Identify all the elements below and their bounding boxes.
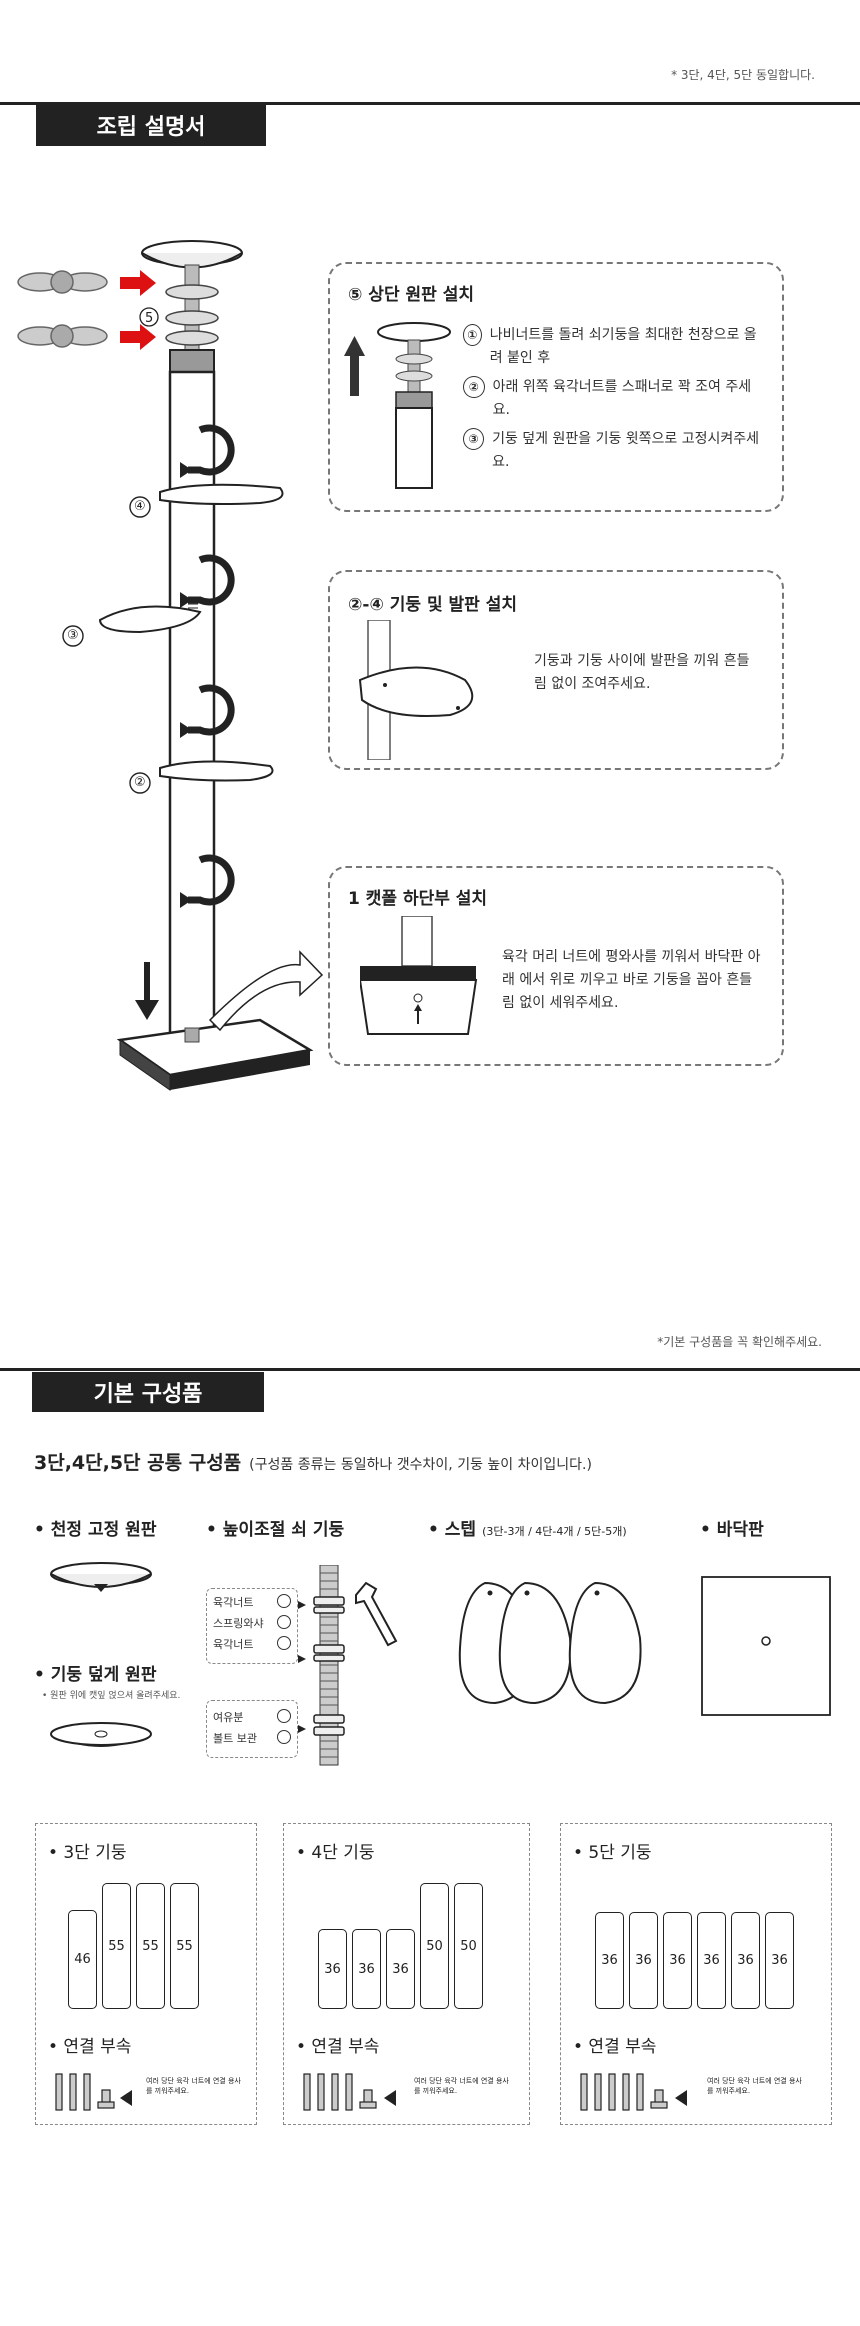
steps-label-row: • 스텝 (3단-3개 / 4단-4개 / 5단-5개) [428, 1520, 627, 1540]
cover-plate-icon [50, 1722, 152, 1747]
pillar-set-4: • 4단 기둥 36 36 36 50 50 • 연결 부속 여러 당단 육각 … [283, 1823, 530, 2125]
step-box-pole-platform: ②-④ 기둥 및 발판 설치 기둥과 기둥 사이에 발판을 끼워 흔들림 없이 … [328, 570, 784, 770]
step-title: ⑤ 상단 원판 설치 [348, 285, 474, 305]
common-sub: (구성품 종류는 동일하나 갯수차이, 기둥 높이 차이입니다.) [249, 1457, 592, 1473]
base-detail-icon [360, 916, 478, 1035]
connector-label: • 연결 부속 [296, 2037, 380, 2057]
assembly-illustration: 5 [17, 240, 324, 1091]
connector-label: • 연결 부속 [48, 2037, 132, 2057]
step-text: 기둥과 기둥 사이에 발판을 끼워 흔들림 없이 조여주세요. [534, 653, 750, 692]
assembly-title: 조립 설명서 [36, 104, 266, 146]
pillar: 55 [102, 1883, 131, 2009]
step-title: ②-④ 기둥 및 발판 설치 [348, 595, 517, 615]
pillar-set-title: • 3단 기둥 [48, 1843, 127, 1863]
pillar-set-5: • 5단 기둥 36 36 36 36 36 36 • 연결 부속 여러 당단 … [560, 1823, 832, 2125]
bolt-icon [303, 2073, 396, 2111]
spanner-icon [355, 1581, 398, 1647]
adjust-pole-label: • 높이조절 쇠 기둥 [206, 1520, 345, 1540]
connector-label: • 연결 부속 [573, 2037, 657, 2057]
pillar: 50 [454, 1883, 483, 2009]
top-note: * 3단, 4단, 5단 동일합니다. [671, 68, 815, 82]
pillar: 36 [765, 1912, 794, 2009]
base-plate-icon [701, 1576, 831, 1716]
pillar: 55 [136, 1883, 165, 2009]
divider [0, 1368, 860, 1371]
pole-label-4: ④ [134, 499, 146, 514]
components-title: 기본 구성품 [32, 1372, 264, 1412]
step-title: 1 캣폴 하단부 설치 [348, 889, 488, 909]
step-text: 육각 머리 너트에 평와사를 끼워서 바닥판 아래 에서 위로 끼우고 바로 기… [502, 949, 761, 1011]
platform-detail-icon [358, 620, 474, 760]
step-box-base: 1 캣폴 하단부 설치 육각 머리 너트에 평와사를 끼워서 바닥판 아래 에서… [328, 866, 784, 1066]
pillar-set-title: • 5단 기둥 [573, 1843, 652, 1863]
pillar: 46 [68, 1910, 97, 2009]
pillar: 36 [595, 1912, 624, 2009]
common-heading: 3단,4단,5단 공통 구성품 [34, 1452, 242, 1474]
pillar: 36 [697, 1912, 726, 2009]
threaded-rod-icon [298, 1565, 398, 1766]
top-plate-detail-icon [344, 322, 451, 489]
base-plate-label: • 바닥판 [700, 1520, 764, 1540]
cover-plate-label: • 기둥 덮게 원판 [34, 1665, 157, 1685]
components-note: *기본 구성품을 꼭 확인해주세요. [657, 1335, 822, 1349]
nut-box: 육각너트 스프링와샤 육각너트 [206, 1588, 298, 1664]
cover-plate-note: • 원판 위에 캣잎 얹으셔 올려주세요. [42, 1691, 181, 1701]
svg-text:5: 5 [145, 311, 153, 326]
pillar: 50 [420, 1883, 449, 2009]
connector-note: 여러 당단 육각 너트에 연결 용사를 끼워주세요. [414, 2077, 509, 2095]
pillar-set-title: • 4단 기둥 [296, 1843, 375, 1863]
pillar-set-3: • 3단 기둥 46 55 55 55 • 연결 부속 여러 당단 육각 너트에… [35, 1823, 257, 2125]
pillar: 36 [731, 1912, 760, 2009]
connector-note: 여러 당단 육각 너트에 연결 용사를 끼워주세요. [707, 2077, 802, 2095]
rotate-arrow-icon [188, 424, 235, 906]
ceiling-plate-icon [50, 1562, 152, 1592]
pillar: 36 [352, 1929, 381, 2009]
wing-nut-icon [17, 270, 108, 348]
bolt-icon [580, 2073, 687, 2111]
connector-note: 여러 당단 육각 너트에 연결 용사를 끼워주세요. [146, 2077, 241, 2095]
pillar: 36 [386, 1929, 415, 2009]
arrow-right-icon [120, 270, 156, 350]
spare-box: 여유분 볼트 보관 [206, 1700, 298, 1758]
step-platform-icon [458, 1581, 642, 1705]
pole-label-2: ② [134, 775, 146, 790]
bolt-icon [55, 2073, 132, 2111]
divider [0, 102, 860, 105]
pillar: 55 [170, 1883, 199, 2009]
pillar: 36 [629, 1912, 658, 2009]
pole-label-3: ③ [67, 628, 79, 643]
pillar: 36 [663, 1912, 692, 2009]
ceiling-plate-label: • 천정 고정 원판 [34, 1520, 157, 1540]
pillar: 36 [318, 1929, 347, 2009]
common-heading-row: 3단,4단,5단 공통 구성품 (구성품 종류는 동일하나 갯수차이, 기둥 높… [34, 1448, 592, 1475]
